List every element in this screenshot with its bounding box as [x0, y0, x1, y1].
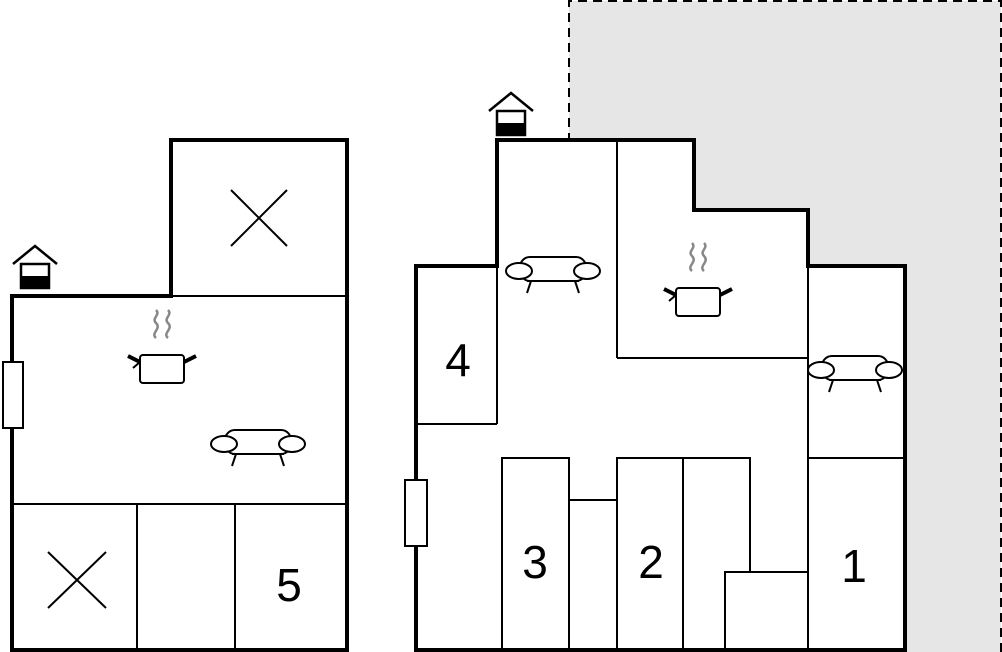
kitchen-icon: [126, 308, 198, 385]
room-number-1: 1: [841, 540, 867, 592]
room-number-2: 2: [638, 536, 664, 588]
entrance-icon: [487, 91, 535, 137]
door-icon: [2, 361, 24, 429]
room-number-4: 4: [445, 334, 471, 386]
entrance-icon: [11, 244, 59, 290]
room-number-3: 3: [522, 536, 548, 588]
room-number-5: 5: [276, 559, 302, 611]
house-right: 4 3 2 1: [404, 91, 907, 652]
sofa-icon: [210, 429, 306, 467]
cross-icon: [230, 189, 288, 247]
house-left-outline: [10, 138, 349, 652]
house-right-outline: [414, 138, 907, 652]
door-icon: [404, 479, 428, 547]
cross-icon: [47, 551, 107, 609]
house-left: 5: [2, 138, 349, 652]
